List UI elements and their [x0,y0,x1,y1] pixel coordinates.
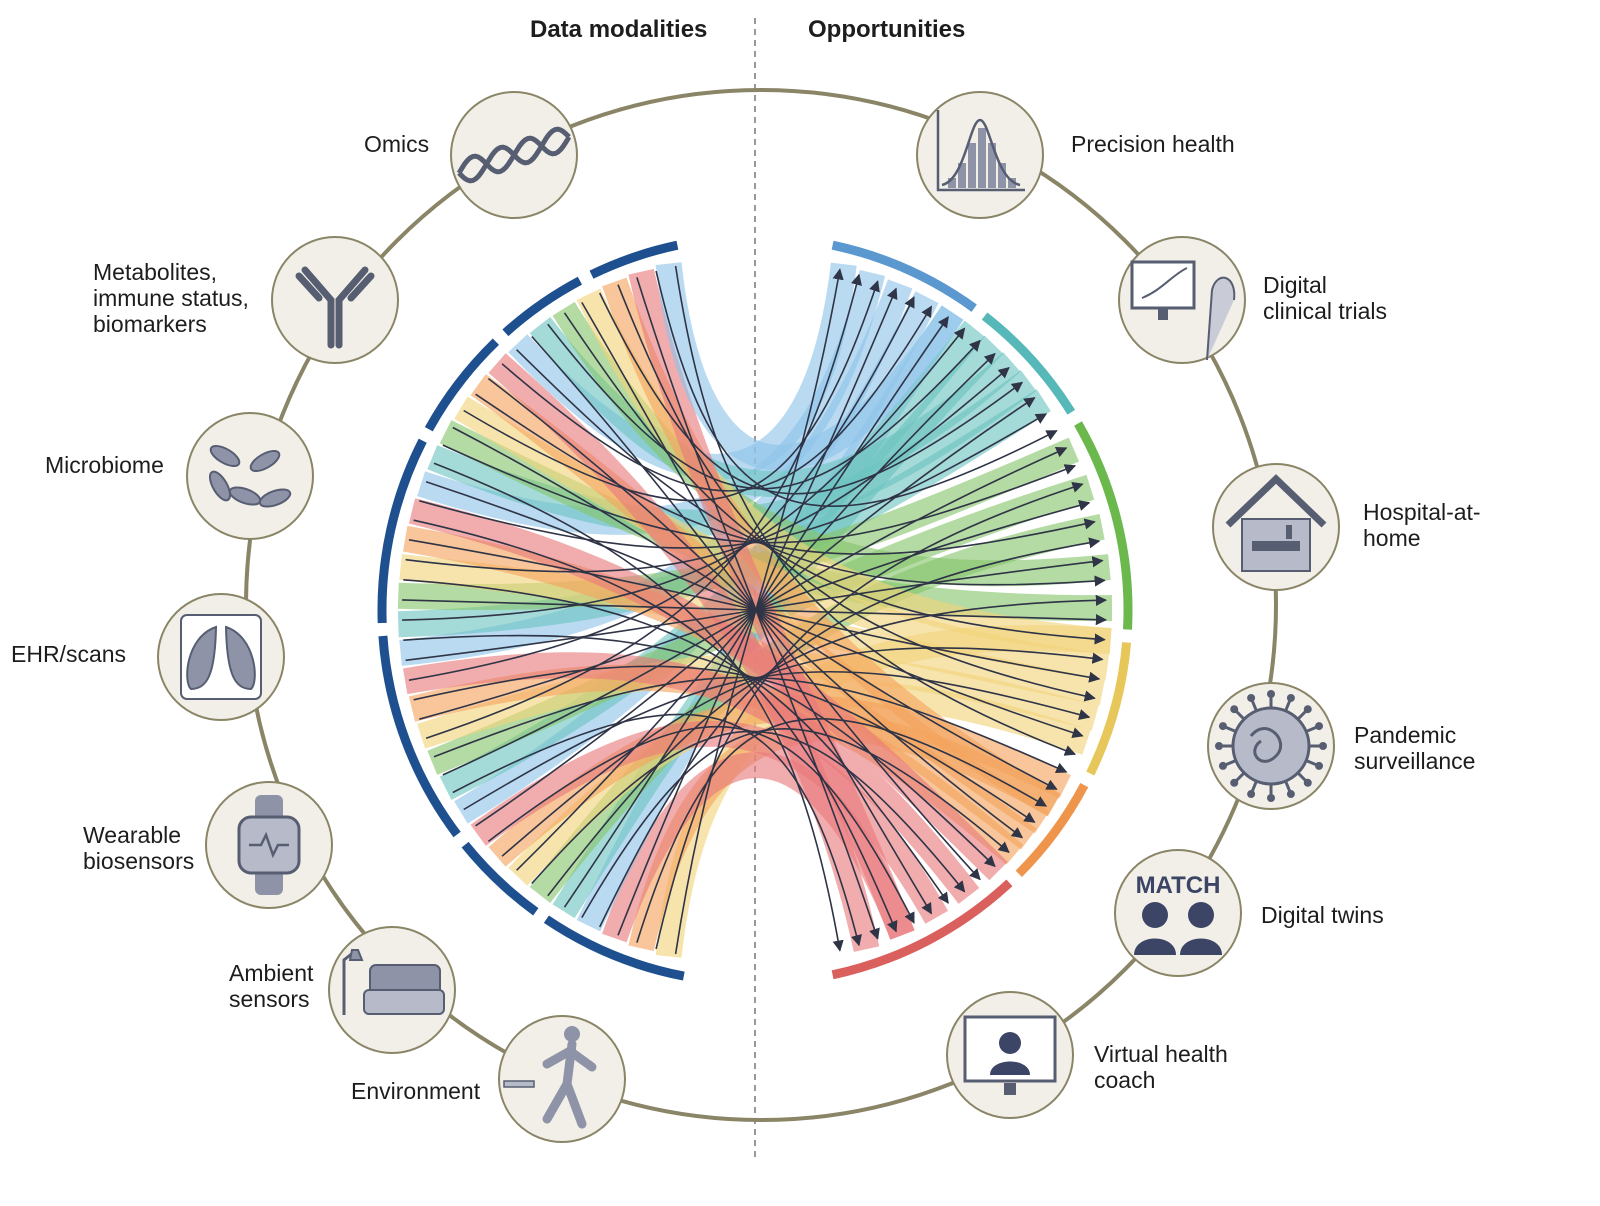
modality-icon-0 [450,91,578,219]
flow-ribbon [655,262,964,471]
opportunity-arc-5 [831,879,1013,980]
flow-arrow [452,713,862,947]
modality-label-environment: Environment [351,1078,481,1104]
modality-arc-5 [502,276,583,337]
opportunity-label-twins: Digital twins [1261,902,1384,928]
flow-arrow [598,537,1101,928]
flow-arrow [501,647,1104,857]
opportunity-label-hospital: Hospital-at- home [1363,499,1481,551]
flow-arrow [402,327,966,621]
modality-arc-2 [378,635,461,838]
antibody-icon [295,266,375,349]
flow-arrow [403,579,949,904]
heading-opportunities: Opportunities [808,16,966,43]
modality-icon-4 [205,781,333,909]
opportunity-arc-1 [981,312,1076,415]
flow-arrow [617,284,1096,702]
bacteria-icon [208,444,292,508]
match-people-icon: MATCH [1134,872,1222,955]
flow-arrow [636,717,1048,943]
modality-arc-3 [377,438,427,624]
icon-circles: MATCH [157,91,1340,1143]
flow-arrow [425,273,862,739]
flow-arrow [501,305,933,492]
flow-arrow [463,280,880,502]
modality-icon-6 [498,1015,626,1143]
opportunity-label-trials: Digital clinical trials [1263,272,1387,324]
modality-label-microbiome: Microbiome [45,452,164,478]
flow-arrow [547,323,981,490]
flow-arrow [674,265,1077,756]
opportunity-arc-4 [1015,782,1089,877]
modality-arc-6 [589,240,679,279]
flow-ribbon [602,277,1061,817]
modality-label-ehr: EHR/scans [11,641,127,667]
smartwatch-icon [237,795,301,895]
flow-arrow [655,481,1084,950]
flow-arrow [408,296,915,681]
opportunity-arc-3 [1086,642,1132,776]
opportunity-label-pandemic: Pandemic surveillance [1354,722,1476,774]
opportunity-arc-2 [1074,421,1133,630]
modality-arc-1 [461,841,539,916]
heading-data-modalities: Data modalities [530,16,708,43]
opportunity-icon-circle [1114,849,1242,977]
modality-label-ambient: Ambient sensors [229,960,314,1012]
distribution-chart-icon [936,110,1025,192]
virus-icon [1215,690,1327,802]
flow-arrow [581,728,1010,919]
flow-arrow [433,462,844,952]
flow-arrows [402,265,1108,955]
flow-arrow [563,312,1106,645]
opportunity-icon-0 [916,91,1044,219]
opportunity-label-coach: Virtual health coach [1094,1041,1228,1093]
screen-coach-icon [963,1015,1057,1095]
opportunity-icon-1 [1118,236,1246,364]
monitor-cuff-icon [1130,260,1236,361]
flow-arrow [547,594,1108,897]
modality-icon-1 [271,236,399,364]
modality-icon-3 [157,593,285,721]
segment-arcs [377,240,1133,981]
modality-arc-0 [543,915,685,981]
bedroom-lamp-icon [342,949,445,1015]
flow-ribbon [402,652,980,904]
flow-arrow [636,277,880,940]
modality-label-metabolites: Metabolites, immune status, biomarkers [93,259,249,337]
modality-icon-circle [186,412,314,540]
runner-smoking-icon [503,1026,597,1129]
opportunity-label-precision: Precision health [1071,131,1235,157]
modality-label-wearable: Wearable biosensors [83,822,195,874]
modality-icon-circle [498,1015,626,1143]
match-badge-text: MATCH [1136,872,1221,899]
lungs-scan-icon [180,614,262,700]
dna-helix-icon [456,126,572,184]
opportunity-icon-5 [946,991,1074,1119]
flow-arrow [655,270,1058,508]
flow-ribbon [529,317,1021,497]
opportunity-icon-2 [1212,463,1340,591]
house-bed-icon [1225,474,1327,572]
flow-arrow [413,519,898,933]
modality-icon-5 [328,926,456,1054]
modality-label-omics: Omics [364,131,430,157]
modality-icon-circle [271,236,399,364]
opportunity-icon-3 [1207,682,1335,810]
opportunity-arc-0 [831,240,977,312]
opportunity-icon-4: MATCH [1114,849,1242,977]
flow-arrow [405,366,1010,573]
modality-arc-4 [424,338,500,432]
modality-icon-2 [186,412,314,540]
flow-arrow [419,413,1048,549]
